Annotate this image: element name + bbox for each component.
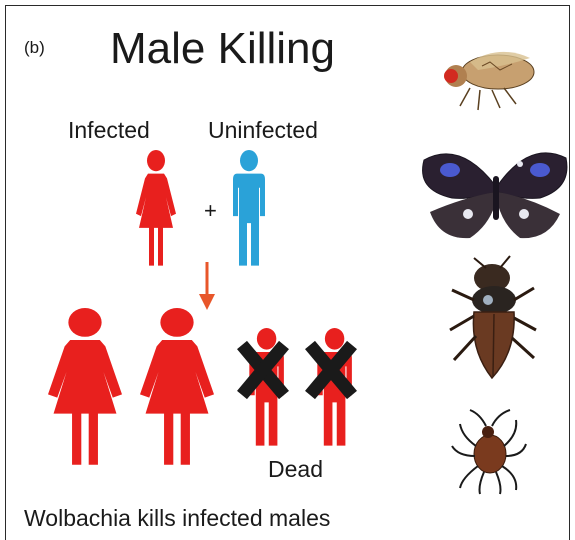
surviving-female-1 bbox=[48, 308, 122, 465]
plus-sign: + bbox=[204, 198, 217, 223]
infected-female-parent bbox=[136, 150, 176, 266]
fruit-fly-icon bbox=[444, 52, 534, 110]
down-arrow bbox=[199, 262, 215, 310]
beetle-icon bbox=[450, 256, 536, 378]
uninfected-male-parent bbox=[233, 150, 265, 266]
spider-icon bbox=[452, 410, 526, 494]
surviving-female-2 bbox=[140, 308, 214, 465]
butterfly-icon bbox=[423, 153, 567, 238]
